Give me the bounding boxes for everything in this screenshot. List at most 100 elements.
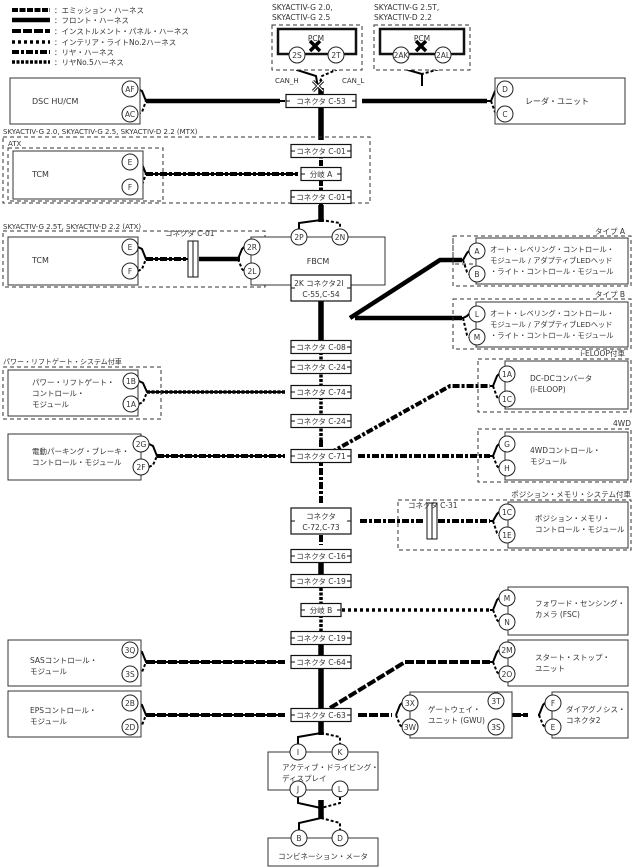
fbcm-left-fork bbox=[237, 258, 245, 272]
pin-label: B bbox=[296, 834, 301, 843]
tcm2-pin-f bbox=[121, 262, 139, 280]
module-meter-name: コンビネーション・メータ bbox=[278, 852, 368, 861]
connector-c5554 bbox=[290, 274, 352, 302]
module-4wd bbox=[504, 431, 629, 481]
module-sas-name: SASコントロール・ bbox=[30, 656, 97, 665]
pin-label: 3X bbox=[405, 699, 415, 708]
pin-label: F bbox=[128, 183, 132, 192]
pin-label: E bbox=[551, 723, 556, 732]
module-gwu-name: ゲートウェイ・ bbox=[428, 705, 481, 714]
group-label-position: ポジション・メモリ・システム付車 bbox=[511, 489, 631, 499]
module-eps-name: モジュール bbox=[30, 717, 67, 726]
connector-c63-label: コネクタ C-63 bbox=[296, 711, 346, 720]
meter-pin-d bbox=[331, 829, 349, 847]
fsc-fork bbox=[490, 597, 500, 611]
wire-autolevel-a bbox=[348, 257, 462, 320]
group-label-mtx: SKYACTIV-G 2.0, SKYACTIV-G 2.5, SKYACTIV… bbox=[3, 128, 198, 136]
module-epb-name: 電動パーキング・ブレーキ・ bbox=[32, 446, 129, 456]
pin-label: N bbox=[504, 618, 510, 627]
dlc-fork bbox=[538, 714, 546, 728]
radar-pin-d bbox=[496, 80, 514, 98]
4wd-fork bbox=[490, 443, 500, 457]
connector-c53-label: コネクタ C-53 bbox=[296, 97, 346, 106]
module-fsc-name: カメラ (FSC) bbox=[535, 610, 580, 619]
pcm-2-name: PCM bbox=[414, 34, 430, 43]
pin-label: F bbox=[128, 267, 132, 276]
legend-label: ：フロント・ハーネス bbox=[54, 16, 129, 25]
module-autolevel-a-name: オート・レベリング・コントロール・ bbox=[490, 245, 614, 254]
epb-fork bbox=[148, 443, 285, 457]
pin-label: 3S bbox=[125, 670, 135, 679]
dcdc-pin-1c bbox=[498, 390, 516, 408]
module-autolevel-b-name: モジュール / アダプティブLEDヘッド bbox=[490, 320, 613, 329]
meter-pin-b bbox=[290, 829, 308, 847]
connector-c7273 bbox=[290, 507, 352, 535]
ads-bot-fork bbox=[320, 797, 341, 809]
fault-x-icon bbox=[414, 39, 428, 53]
pin-label: 2S bbox=[292, 51, 302, 60]
position-pin-1e bbox=[498, 526, 516, 544]
autolevel-b-pin-l bbox=[468, 305, 486, 323]
pin-label: 1A bbox=[126, 400, 137, 409]
tcm1-pin-e bbox=[121, 153, 139, 171]
gwu-pin-3x bbox=[401, 694, 419, 712]
pin-label: 2N bbox=[335, 233, 345, 242]
module-epb bbox=[7, 433, 142, 481]
module-sas bbox=[7, 639, 142, 687]
module-dlc-name: ダイアグノシス・ bbox=[566, 704, 625, 714]
group-frame-liftgate bbox=[2, 366, 162, 420]
pin-label: 1B bbox=[126, 377, 136, 386]
module-tcm-2-name: TCM bbox=[31, 256, 49, 265]
module-ads-name: アクティブ・ドライビング・ bbox=[282, 762, 379, 772]
pin-label: 2I bbox=[337, 279, 344, 288]
pcm1-pin-2t bbox=[327, 46, 345, 64]
connector-c5554-label: C-55,C-54 bbox=[302, 290, 340, 299]
inline-connector-label-c31: コネクタ C-31 bbox=[408, 501, 458, 510]
module-tcm-2 bbox=[7, 236, 139, 286]
autolevel-a-pin-b bbox=[468, 265, 486, 283]
module-startstop-name: スタート・ストップ・ bbox=[535, 653, 610, 662]
dlc-pin-f bbox=[544, 694, 562, 712]
meter-fork bbox=[298, 817, 322, 830]
pin-label: 2B bbox=[125, 699, 135, 708]
module-fbcm-name: FBCM bbox=[307, 257, 330, 266]
group-label-4wd: 4WD bbox=[613, 419, 631, 428]
pin-label: J bbox=[296, 785, 299, 794]
pcm-group-title: SKYACTIV-D 2.2 bbox=[374, 13, 432, 22]
pin-label: 1C bbox=[502, 508, 512, 517]
wires-layer bbox=[12, 8, 546, 830]
autolevel-a-pin-a bbox=[468, 242, 486, 260]
group-label-atx2: SKYACTIV-G 2.5T, SKYACTIV-D 2.2 (ATX) bbox=[3, 223, 141, 231]
inline-connector-c01 bbox=[187, 240, 194, 278]
boxes-layer bbox=[2, 24, 632, 867]
connector-c01b-label: コネクタ C-01 bbox=[296, 193, 346, 202]
labels-layer: ：エミッション・ハーネス：フロント・ハーネス：インストルメント・パネル・ハーネス… bbox=[3, 3, 631, 861]
pcm-1-name: PCM bbox=[308, 34, 324, 43]
can-cross-icon bbox=[312, 80, 324, 92]
group-frame-position bbox=[397, 499, 632, 551]
pin-label: F bbox=[551, 699, 555, 708]
module-liftgate-name: パワー・リフトゲート・ bbox=[32, 378, 115, 387]
pin-label: AF bbox=[125, 85, 134, 94]
module-meter bbox=[267, 837, 379, 867]
pin-label: 2K bbox=[294, 279, 305, 288]
connector-c19a-label: コネクタ C-19 bbox=[296, 577, 346, 586]
dsc-pin-ac bbox=[121, 105, 139, 123]
pin-label: 1A bbox=[502, 370, 513, 379]
fbcm-top-fork bbox=[320, 219, 341, 229]
module-autolevel-b-name: オート・レベリング・コントロール・ bbox=[490, 309, 614, 318]
fsc-pin-n bbox=[498, 613, 516, 631]
module-radar-name: レーダ・ユニット bbox=[525, 96, 589, 106]
group-label-liftgate: パワー・リフトゲート・システム付車 bbox=[3, 357, 122, 366]
pin-label: L bbox=[338, 785, 343, 794]
startstop-pin-2o bbox=[498, 665, 516, 683]
autolevel-b-fork bbox=[462, 313, 470, 319]
module-4wd-name: 4WDコントロール・ bbox=[530, 446, 600, 455]
module-dlc-name: コネクタ2 bbox=[566, 716, 601, 725]
gwu-pin-3w bbox=[401, 718, 419, 736]
connector-branchA-label: 分岐 A bbox=[310, 169, 333, 179]
connector-c24a-label: コネクタ C-24 bbox=[296, 363, 346, 372]
pin-label: 2M bbox=[501, 646, 512, 655]
pin-label: A bbox=[474, 247, 480, 256]
tcm2-fork bbox=[137, 246, 190, 260]
